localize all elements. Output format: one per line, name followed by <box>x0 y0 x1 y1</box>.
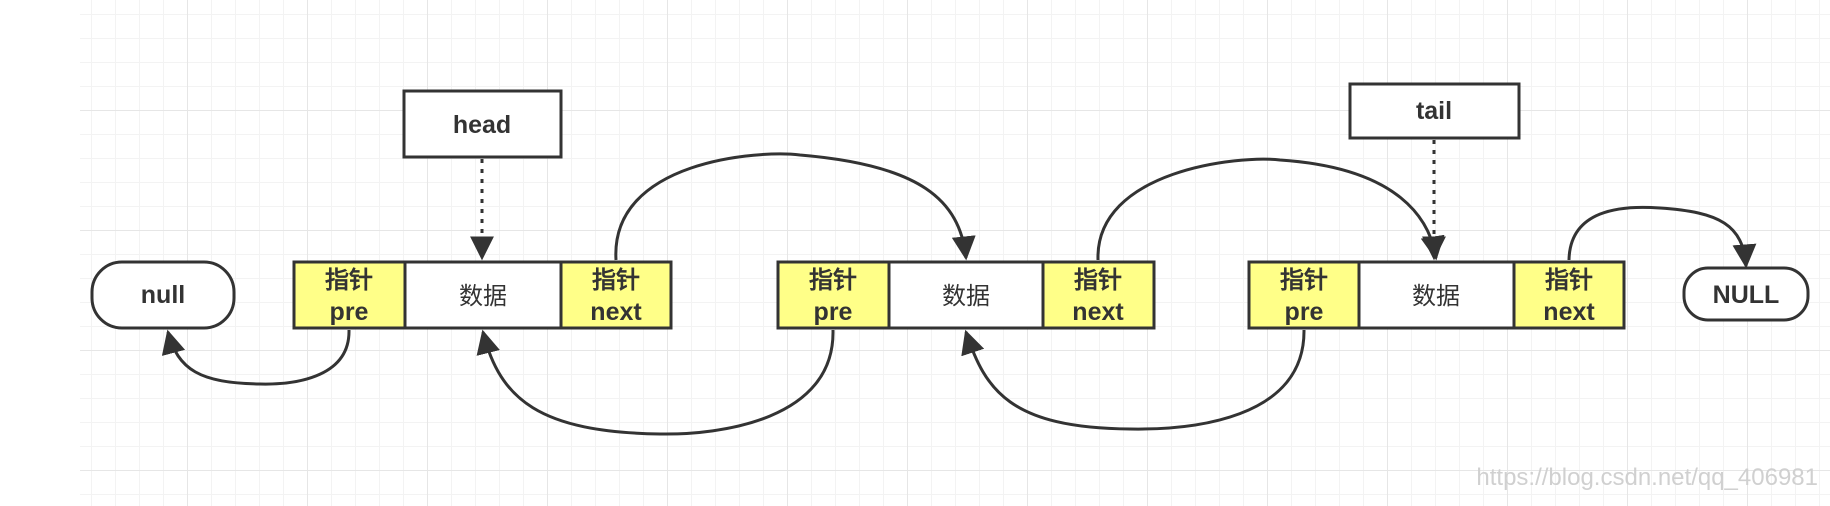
node-1-next-arrow <box>614 152 976 261</box>
list-node-3: 指针 pre 数据 指针 next <box>1247 260 1626 330</box>
node-3-pre-arrow <box>961 329 1306 431</box>
node-3-data-label: 数据 <box>1412 282 1460 310</box>
node-1-pre-label: pre <box>330 298 369 326</box>
node-1-next-label: next <box>590 298 642 326</box>
node-2-pre-label: pre <box>814 298 853 326</box>
node-3-next-arrow <box>1567 205 1757 269</box>
node-2-next-label: next <box>1072 298 1124 326</box>
tail-pointer-box: tail <box>1348 82 1521 140</box>
node-2-next-pointer-label: 指针 <box>1074 266 1122 294</box>
list-node-2: 指针 pre 数据 指针 next <box>776 260 1156 330</box>
null-right-terminal: NULL <box>1682 266 1810 322</box>
node-1-pre-arrow <box>161 329 351 386</box>
node-3-next-cell <box>1512 260 1626 330</box>
node-3-next-label: next <box>1543 298 1595 326</box>
node-1-data-cell <box>403 260 563 330</box>
watermark: https://blog.csdn.net/qq_406981 <box>1476 464 1818 491</box>
head-pointer-box: head <box>402 89 563 159</box>
null-left-terminal: null <box>90 260 236 330</box>
null-left-label: null <box>141 281 185 309</box>
node-1-pre-cell <box>292 260 407 330</box>
tail-label: tail <box>1416 97 1452 125</box>
head-label: head <box>453 111 511 139</box>
node-2-data-label: 数据 <box>942 282 990 310</box>
list-node-1: 指针 pre 数据 指针 next <box>292 260 673 330</box>
node-2-next-cell <box>1041 260 1156 330</box>
node-3-pre-label: pre <box>1285 298 1324 326</box>
node-2-data-cell <box>887 260 1045 330</box>
node-3-data-cell <box>1357 260 1516 330</box>
node-2-pre-pointer-label: 指针 <box>809 266 857 294</box>
node-2-pre-arrow <box>476 329 835 436</box>
node-3-pre-pointer-label: 指针 <box>1280 266 1328 294</box>
node-1-next-pointer-label: 指针 <box>592 266 640 294</box>
null-right-label: NULL <box>1713 281 1780 309</box>
node-1-pre-pointer-label: 指针 <box>325 266 373 294</box>
node-3-pre-cell <box>1247 260 1361 330</box>
node-1-next-cell <box>559 260 673 330</box>
node-1-data-label: 数据 <box>459 282 507 310</box>
node-2-pre-cell <box>776 260 891 330</box>
node-2-next-arrow <box>1096 157 1445 261</box>
node-3-next-pointer-label: 指针 <box>1545 266 1593 294</box>
